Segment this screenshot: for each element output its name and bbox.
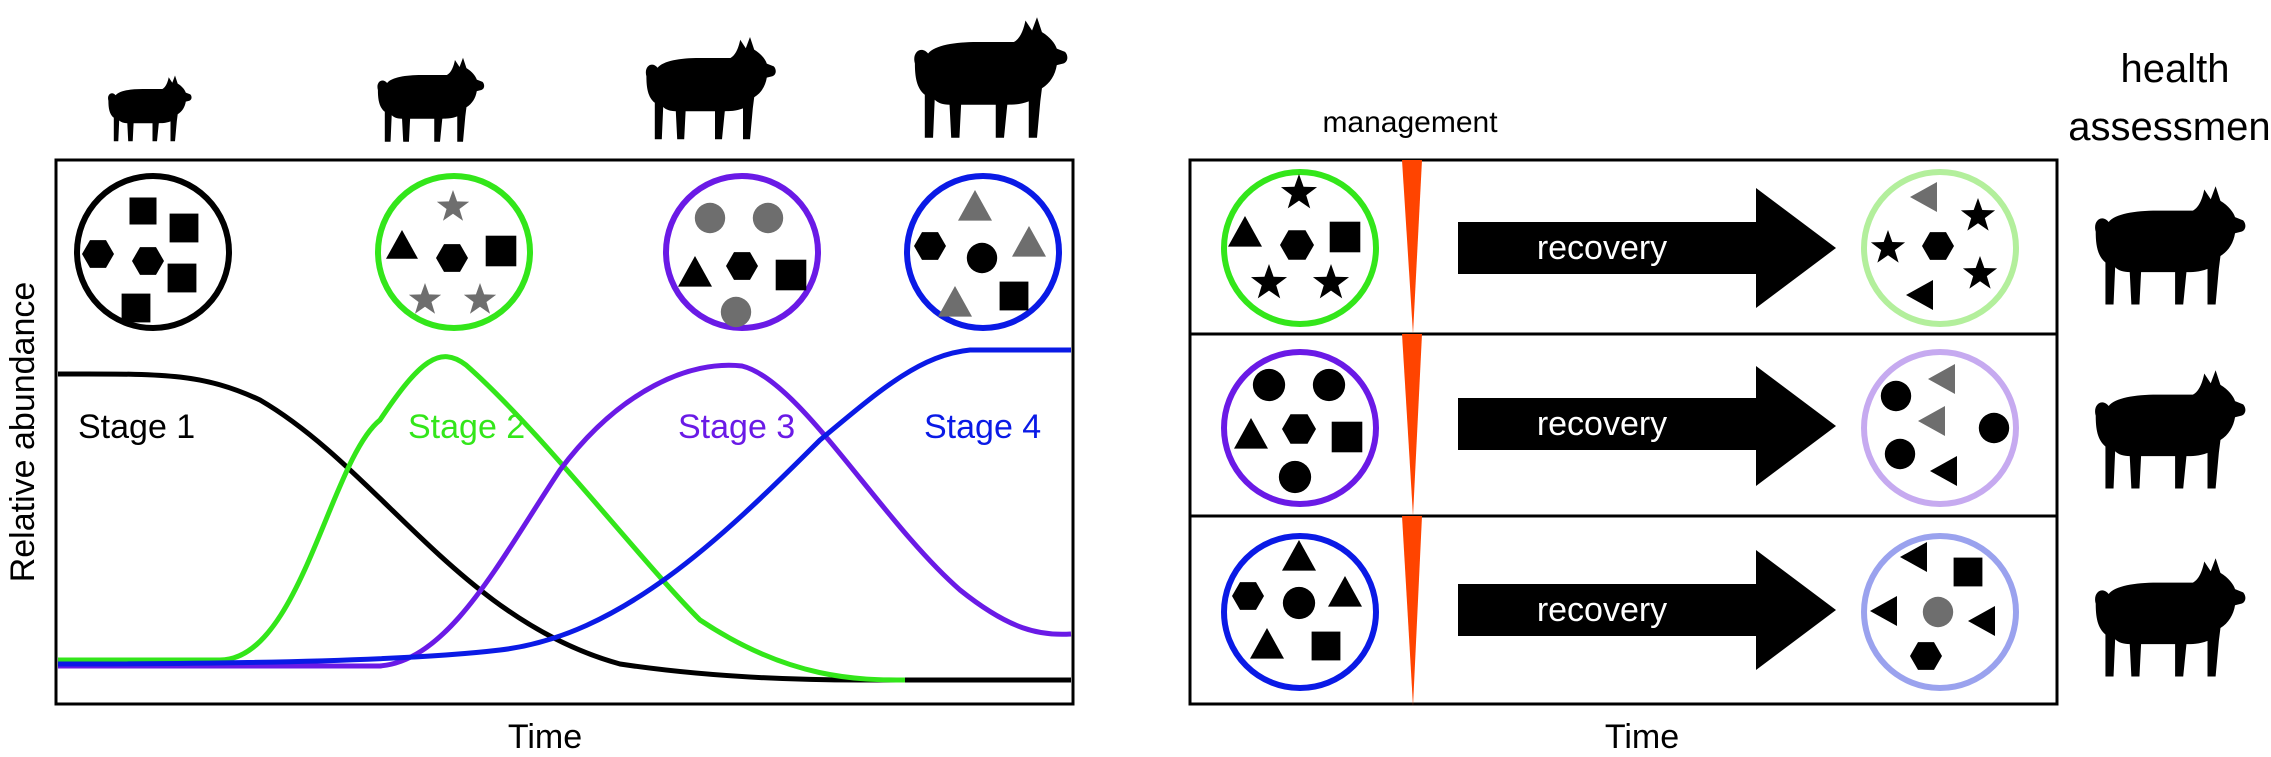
- stage1-curve: [57, 371, 1071, 683]
- row1-recovery-label: recovery: [1537, 229, 1667, 267]
- row2-recovery-label: recovery: [1537, 405, 1667, 443]
- stage1-label: Stage 1: [78, 408, 195, 446]
- row3-recovery-arrow-icon: [1458, 550, 1836, 670]
- row3-recovery-label: recovery: [1537, 591, 1667, 629]
- row3-before-community-icon: [1221, 533, 1379, 691]
- pig-healthy-icon: [2095, 186, 2246, 305]
- pig-healthy-icon: [2095, 370, 2246, 489]
- management-marker: [1402, 160, 1422, 334]
- row3-after-community-icon: [1861, 533, 2019, 691]
- left-plot-frame: [54, 158, 1075, 706]
- stage3-curve: [58, 362, 1072, 669]
- management-marker: [1402, 516, 1422, 706]
- stage1-community-icon: [74, 173, 232, 331]
- row2-after-community-icon: [1861, 349, 2019, 507]
- assessment-label: assessment: [2068, 105, 2271, 149]
- row1-recovery-arrow-icon: [1458, 188, 1836, 308]
- stage2-curve: [58, 354, 906, 683]
- management-marker: [1402, 334, 1422, 516]
- row2-recovery-arrow-icon: [1458, 366, 1836, 486]
- stage2-label: Stage 2: [408, 408, 525, 446]
- stage2-community-icon: [375, 173, 533, 331]
- right-x-axis-label: Time: [1605, 718, 1679, 756]
- left-y-axis-label: Relative abundance: [4, 282, 42, 583]
- management-row-3: [1188, 514, 2059, 706]
- row2-before-community-icon: [1221, 349, 1379, 507]
- left-x-axis-label: Time: [508, 718, 582, 756]
- stage4-curve: [57, 347, 1071, 667]
- stage3-community-icon: [663, 173, 821, 331]
- stage3-label: Stage 3: [678, 408, 795, 446]
- pig-healthy-icon: [2095, 558, 2246, 677]
- row1-after-community-icon: [1861, 169, 2019, 327]
- pig-large-icon: [645, 37, 776, 140]
- stage4-community-icon: [904, 173, 1062, 331]
- pig-xlarge-icon: [914, 17, 1068, 138]
- pig-small-icon: [108, 75, 192, 142]
- management-label: management: [1322, 106, 1498, 139]
- health-label: health: [2121, 47, 2230, 91]
- row1-before-community-icon: [1221, 169, 1379, 327]
- pig-medium-icon: [377, 57, 485, 142]
- stage4-label: Stage 4: [924, 408, 1041, 446]
